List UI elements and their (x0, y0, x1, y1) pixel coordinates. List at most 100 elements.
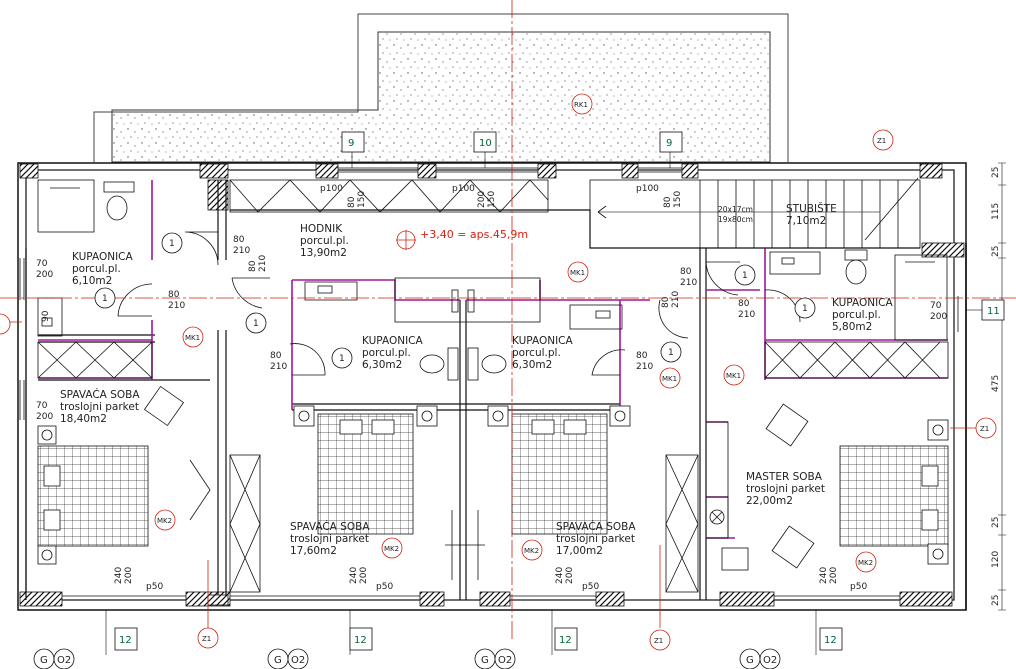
room-area: 6,30m2 (512, 359, 552, 371)
room-area: 6,30m2 (362, 359, 402, 371)
dim-80: 80 (248, 260, 258, 272)
dim-240: 240 (555, 567, 565, 584)
room-floor: troslojni parket (556, 533, 635, 545)
marker-mk2: MK2 (858, 559, 873, 567)
stair-size-2: 19x80cm (718, 215, 753, 224)
room-area: 5,80m2 (832, 321, 872, 333)
stair-size-1: 20x17cm (718, 205, 753, 214)
dim-80: 80 (661, 296, 671, 308)
door-tag: 1 (169, 239, 175, 249)
room-name: KUPAONICA (72, 251, 133, 263)
door-height: 210 (636, 362, 653, 372)
windows (19, 167, 959, 601)
window-sill: p100 (636, 184, 659, 194)
window-sill: p50 (582, 582, 599, 592)
tag-boxes (114, 131, 1005, 651)
door-height: 210 (680, 278, 697, 288)
door-width: 80 (270, 351, 282, 361)
room-kupaonica-right: KUPAONICA porcul.pl. 5,80m2 (832, 297, 893, 333)
door-tags: 1 1 1 1 1 1 1 (102, 239, 808, 364)
door-tag: 1 (668, 348, 674, 358)
section-g: G (746, 655, 754, 666)
room-name: KUPAONICA (512, 335, 573, 347)
dimension-texts: 25 115 25 475 25 120 25 240 200 240 200 … (41, 167, 1001, 606)
section-o2: O2 (291, 655, 305, 666)
section-g: G (40, 655, 48, 666)
staircase (589, 177, 921, 249)
room-name: HODNIK (300, 223, 343, 235)
dim-80: 80 (663, 196, 673, 208)
door-width: 80 (168, 290, 180, 300)
window-width: 70 (930, 301, 942, 311)
door-tag: 1 (339, 354, 345, 364)
door-size-labels: 80 210 80 210 80 210 80 210 80 210 80 21… (36, 184, 947, 592)
room-kupaonica-mid1: KUPAONICA porcul.pl. 6,30m2 (362, 335, 423, 371)
room-floor: porcul.pl. (832, 309, 881, 321)
section-g: G (274, 655, 282, 666)
window-sill: p50 (376, 582, 393, 592)
room-spavaca-mid2: SPAVAĆA SOBA troslojni parket 17,00m2 (556, 520, 636, 557)
dim-240: 240 (114, 567, 124, 584)
room-kupaonica-left: KUPAONICA porcul.pl. 6,10m2 (72, 251, 133, 287)
room-name: KUPAONICA (832, 297, 893, 309)
dim-80: 80 (347, 196, 357, 208)
room-spavaca-left: SPAVAĆA SOBA troslojni parket 18,40m2 (60, 388, 140, 425)
window-sill: p100 (320, 184, 343, 194)
window-width: 70 (36, 401, 48, 411)
dim-150: 150 (357, 191, 367, 208)
door-width: 80 (738, 299, 750, 309)
window-tag: 9 (348, 138, 354, 149)
window-tag: 12 (559, 635, 572, 646)
door-tag: 1 (802, 304, 808, 314)
room-name: SPAVAĆA SOBA (60, 388, 140, 401)
room-floor: troslojni parket (746, 483, 825, 495)
dim-200: 200 (359, 567, 369, 584)
window-tag: 10 (479, 138, 492, 149)
section-o2: O2 (763, 655, 777, 666)
dim-25: 25 (991, 517, 1001, 528)
window-height: 200 (930, 312, 947, 322)
dim-200: 200 (829, 567, 839, 584)
window-height: 200 (36, 412, 53, 422)
roof-terrace (93, 13, 789, 163)
window-width: 70 (36, 259, 48, 269)
section-o2: O2 (498, 655, 512, 666)
marker-mk1: MK1 (185, 334, 200, 342)
room-floor: porcul.pl. (300, 235, 349, 247)
dim-25: 25 (991, 167, 1001, 178)
marker-z1: Z1 (980, 425, 989, 433)
room-stubiste: STUBIŠTE 7,10m2 20x17cm 19x80cm (718, 202, 837, 227)
door-tag: 1 (742, 271, 748, 281)
door-height: 210 (168, 301, 185, 311)
fixtures (37, 179, 948, 571)
dim-25: 25 (991, 595, 1001, 606)
window-tag: 12 (824, 635, 837, 646)
section-markers (33, 648, 781, 669)
room-floor: troslojni parket (290, 533, 369, 545)
room-area: 22,00m2 (746, 495, 793, 507)
marker-mk1: MK1 (570, 269, 585, 277)
marker-rk1: RK1 (574, 101, 588, 109)
dim-25: 25 (991, 246, 1001, 257)
dim-150: 150 (673, 191, 683, 208)
dim-120: 120 (991, 551, 1001, 568)
door-tag: 1 (102, 294, 108, 304)
interior-walls (25, 180, 920, 600)
room-kupaonica-mid2: KUPAONICA porcul.pl. 6,30m2 (512, 335, 573, 371)
room-name: SPAVAĆA SOBA (290, 520, 370, 533)
marker-mk2: MK2 (524, 547, 539, 555)
marker-mk1: MK1 (726, 372, 741, 380)
room-name: KUPAONICA (362, 335, 423, 347)
room-area: 6,10m2 (72, 275, 112, 287)
room-name: STUBIŠTE (786, 202, 837, 215)
door-height: 210 (738, 310, 755, 320)
room-area: 7,10m2 (786, 215, 826, 227)
window-tags: 9 10 9 11 12 12 12 12 (119, 138, 1000, 646)
room-hodnik: HODNIK porcul.pl. 13,90m2 (300, 223, 349, 259)
door-swings (117, 231, 801, 580)
chairs (143, 385, 815, 569)
window-sill: p50 (850, 582, 867, 592)
section-labels: G O2 G O2 G O2 G O2 (40, 655, 777, 666)
door-tag: 1 (253, 319, 259, 329)
